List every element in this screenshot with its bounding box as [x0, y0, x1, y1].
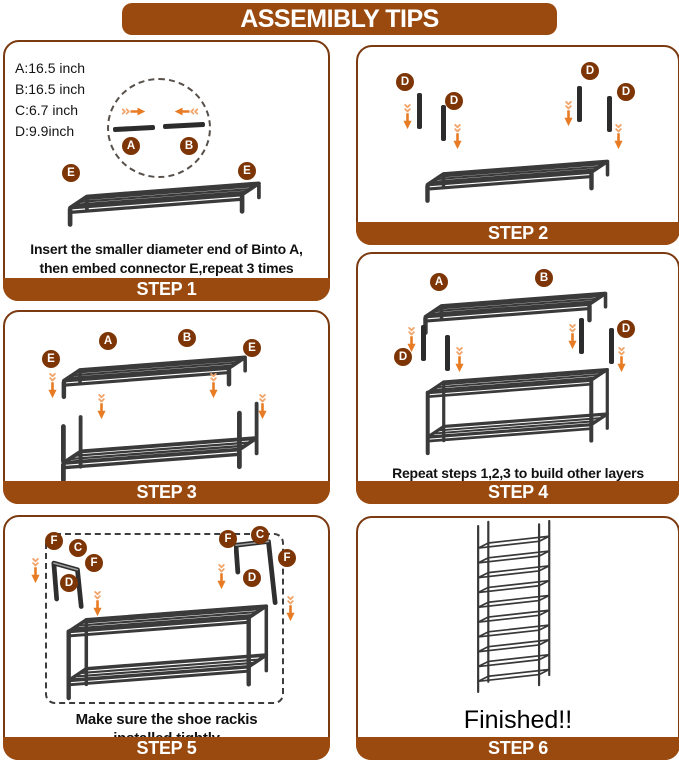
right-arrow-icon: [121, 105, 147, 118]
step3-label: STEP 3: [3, 481, 330, 504]
part-badge-a: A: [99, 332, 117, 350]
down-arrow-icon: [612, 123, 625, 151]
step3-panel: A B E E STEP 3: [3, 310, 330, 504]
part-badge-a: A: [122, 137, 140, 155]
pole-d: [607, 96, 612, 132]
part-badge-d: D: [394, 348, 412, 366]
part-badge-e: E: [238, 162, 256, 180]
detail-zoom-circle: [107, 78, 211, 178]
part-badge-b: B: [178, 329, 196, 347]
step1-caption-line2: then embed connector E,repeat 3 times: [39, 260, 294, 276]
part-badge-d: D: [617, 320, 635, 338]
part-badge-d: D: [396, 73, 414, 91]
step5-label: STEP 5: [3, 737, 330, 760]
pole-d: [579, 318, 584, 354]
down-arrow-icon: [401, 103, 414, 131]
dimension-d: D:9.9inch: [15, 123, 75, 139]
two-tier-rack-graphic: [55, 602, 280, 708]
down-arrow-icon: [207, 372, 220, 400]
step4-panel: A B D D Repeat steps 1,2,3 to build othe…: [356, 252, 679, 504]
pole-d: [421, 325, 426, 361]
down-arrow-icon: [95, 393, 108, 421]
down-arrow-icon: [566, 323, 579, 351]
part-badge-c: C: [69, 539, 87, 557]
two-tier-rack-graphic: [415, 366, 620, 462]
pole-d: [577, 86, 582, 122]
down-arrow-icon: [562, 100, 575, 128]
part-badge-f: F: [85, 554, 103, 572]
page-title: ASSEMIBLY TIPS: [122, 3, 557, 35]
dimension-a: A:16.5 inch: [15, 60, 86, 76]
left-arrow-icon: [173, 105, 199, 118]
step6-caption: Finished!!: [463, 706, 573, 734]
down-arrow-icon: [29, 557, 42, 585]
step2-label: STEP 2: [356, 222, 679, 245]
dimension-c: C:6.7 inch: [15, 102, 79, 118]
step4-label: STEP 4: [356, 481, 679, 504]
part-badge-f: F: [278, 549, 296, 567]
down-arrow-icon: [284, 595, 297, 623]
dimension-b: B:16.5 inch: [15, 81, 86, 97]
part-badge-d: D: [617, 83, 635, 101]
shelf-frame-graphic: [415, 137, 620, 209]
step5-caption-line1: Make sure the shoe rackis: [75, 711, 258, 728]
part-badge-f: F: [219, 530, 237, 548]
assembly-outline-box: [45, 533, 284, 704]
part-badge-e: E: [62, 164, 80, 182]
down-arrow-icon: [91, 590, 104, 618]
step1-panel: A:16.5 inch B:16.5 inch C:6.7 inch D:9.9…: [3, 40, 330, 301]
part-badge-d: D: [243, 569, 261, 587]
pole-d: [441, 105, 446, 141]
step5-panel: F C F D F C F D Make sure the shoe racki…: [3, 515, 330, 760]
step1-caption: Insert the smaller diameter end of Binto…: [5, 240, 328, 278]
dimension-list: A:16.5 inch B:16.5 inch C:6.7 inch D:9.9…: [15, 58, 85, 142]
down-arrow-icon: [215, 563, 228, 591]
part-badge-a: A: [430, 273, 448, 291]
step1-caption-line1: Insert the smaller diameter end of Binto…: [30, 241, 303, 257]
part-badge-d: D: [445, 92, 463, 110]
pole-d: [417, 93, 422, 129]
pole-d: [609, 328, 614, 364]
step4-caption: Repeat steps 1,2,3 to build other layers: [392, 465, 644, 481]
ten-tier-rack-graphic: [468, 510, 556, 708]
part-badge-f: F: [45, 532, 63, 550]
step6-panel: Finished!! STEP 6: [356, 516, 679, 760]
down-arrow-icon: [453, 346, 466, 374]
part-badge-b: B: [180, 137, 198, 155]
part-badge-d: D: [60, 574, 78, 592]
base-frame-graphic: [50, 390, 270, 488]
pole-d: [445, 335, 450, 371]
down-arrow-icon: [451, 123, 464, 151]
down-arrow-icon: [615, 346, 628, 374]
step1-label: STEP 1: [3, 278, 330, 301]
down-arrow-icon: [46, 372, 59, 400]
part-badge-c: C: [251, 526, 269, 544]
part-badge-e: E: [243, 339, 261, 357]
part-badge-b: B: [535, 269, 553, 287]
part-badge-e: E: [42, 350, 60, 368]
down-arrow-icon: [256, 393, 269, 421]
part-badge-d: D: [581, 62, 599, 80]
step6-label: STEP 6: [356, 737, 679, 760]
step2-panel: D D D D STEP 2: [356, 45, 679, 245]
